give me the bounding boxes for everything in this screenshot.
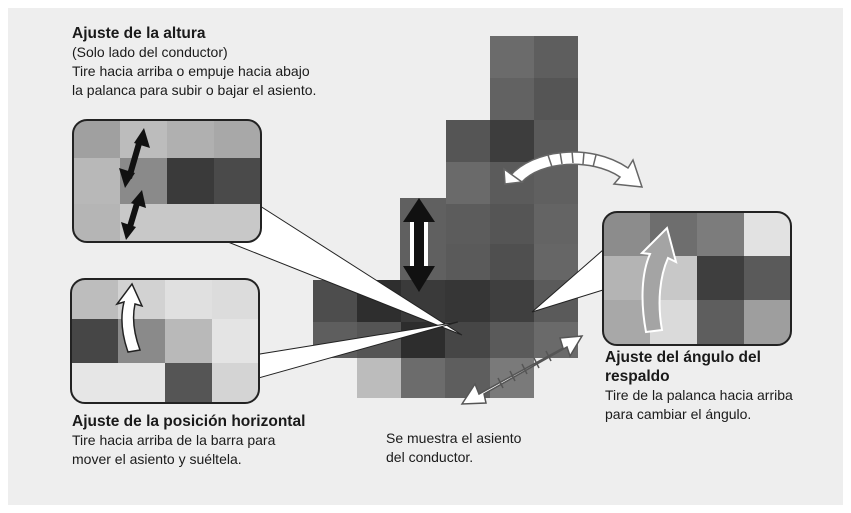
horizontal-adjust-text: Ajuste de la posición horizontal Tire ha… [72,412,392,469]
height-up-down-arrows [119,128,150,240]
recline-lever-zoom [603,212,791,345]
horizontal-adjust-title: Ajuste de la posición horizontal [72,413,306,430]
horizontal-bar-zoom [71,279,259,403]
seat-caption-line1: Se muestra el asiento [386,430,522,446]
seat-caption-line2: del conductor. [386,449,474,465]
seat-height-arrow [403,198,435,292]
recline-adjust-title-line2: respaldo [605,368,670,385]
seat-caption: Se muestra el asiento del conductor. [386,429,586,467]
slide-fore-aft-arrow [460,335,584,405]
height-adjust-line2: la palanca para subir o bajar el asiento… [72,82,317,98]
recline-adjust-line2: para cambiar el ángulo. [605,406,752,422]
horizontal-lift-arrow [115,282,144,353]
recline-lift-arrow [639,226,678,334]
recline-adjust-text: Ajuste del ángulo del respaldo Tire de l… [605,348,835,424]
height-adjust-title: Ajuste de la altura [72,25,206,42]
height-adjust-line1: Tire hacia arriba o empuje hacia abajo [72,63,310,79]
horizontal-adjust-line1: Tire hacia arriba de la barra para [72,432,276,448]
recline-adjust-title-line1: Ajuste del ángulo del [605,349,761,366]
horizontal-adjust-line2: mover el asiento y suéltela. [72,451,242,467]
height-lever-zoom [73,120,261,242]
recline-curved-arrow [503,150,644,188]
recline-adjust-line1: Tire de la palanca hacia arriba [605,387,793,403]
height-adjust-text: Ajuste de la altura (Solo lado del condu… [72,24,402,100]
height-adjust-note: (Solo lado del conductor) [72,44,228,60]
